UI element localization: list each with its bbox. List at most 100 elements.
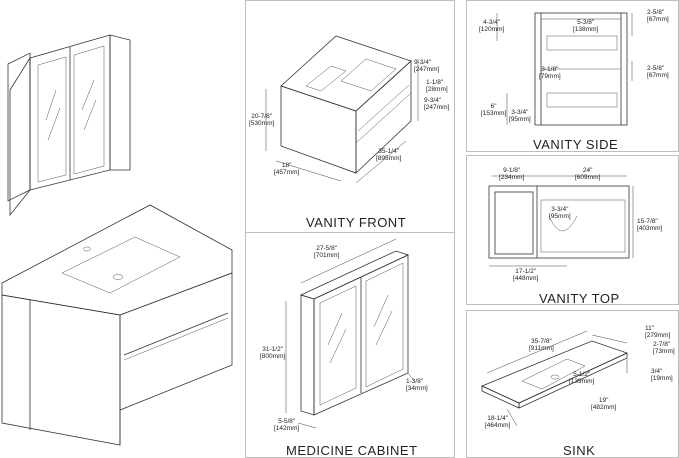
dim-35-1-4: 35-1/4"[895mm] <box>376 148 401 162</box>
dim-value: 3-3/4" <box>551 206 569 213</box>
dim-15-7-8: 15-7/8"[403mm] <box>637 218 662 232</box>
dim-1-3-8: 1-3/8"[34mm] <box>406 378 428 392</box>
dim-value: 35-7/8" <box>531 338 552 345</box>
dim-value: 19" <box>598 397 609 404</box>
dim-mm: [911mm] <box>529 345 554 352</box>
dim-1-1-8: 1-1/8"[28mm] <box>426 79 448 93</box>
dim-18-1-4: 18-1/4"[464mm] <box>485 415 510 429</box>
dim-value: 9-1/8" <box>503 167 521 174</box>
dim-mm: [895mm] <box>376 155 402 162</box>
dim-17-1-2: 17-1/2"[448mm] <box>513 268 538 282</box>
dim-mm: [19mm] <box>651 375 673 382</box>
dim-2-7-8: 2-7/8"[73mm] <box>653 341 675 355</box>
dim-mm: [701mm] <box>314 252 340 259</box>
dim-mm: [153mm] <box>481 110 507 117</box>
dim-mm: [234mm] <box>499 174 525 181</box>
dim-value: 1-1/8" <box>426 79 444 86</box>
dim-value: 1-3/8" <box>406 378 424 385</box>
dim-value: 3-1/8" <box>541 66 559 73</box>
dim-11: 11"[279mm] <box>645 325 670 339</box>
dim-mm: [79mm] <box>539 73 561 80</box>
dim-mm: [73mm] <box>653 348 675 355</box>
dim-mm: [530mm] <box>249 120 275 127</box>
dim-value: 24" <box>582 167 593 174</box>
vanity-side-drawing <box>496 12 633 126</box>
dim-19: 19"[482mm] <box>591 397 616 411</box>
vanity-top-caption: VANITY TOP <box>539 291 620 306</box>
dim-5-3-8: 5-3/8"[138mm] <box>573 19 598 33</box>
medicine-cabinet-panel: 27-5/8"[701mm] 31-1/2"[800mm] 1-3/8"[34m… <box>245 232 455 458</box>
sink-caption: SINK <box>563 443 596 458</box>
medicine-cabinet-isometric-drawing <box>7 34 131 217</box>
dim-3-4: 3/4"[19mm] <box>651 368 673 382</box>
dim-mm: [482mm] <box>591 404 617 411</box>
dim-value: 3/4" <box>651 368 663 375</box>
dim-5-1-2: 5-1/2"[139mm] <box>569 371 594 385</box>
dim-6: 6"[153mm] <box>481 103 506 117</box>
dim-2-5-8-top: 2-5/8"[67mm] <box>647 9 669 23</box>
dim-mm: [139mm] <box>569 378 595 385</box>
dim-mm: [247mm] <box>414 66 440 73</box>
dim-24: 24"[609mm] <box>575 167 600 181</box>
dim-35-7-8: 35-7/8"[911mm] <box>529 338 554 352</box>
dim-3-3-4: 3-3/4"[95mm] <box>549 206 571 220</box>
dim-mm: [67mm] <box>647 16 669 23</box>
dim-value: 2-5/8" <box>647 65 665 72</box>
dim-9-1-8: 9-1/8"[234mm] <box>499 167 524 181</box>
dim-mm: [142mm] <box>274 425 300 432</box>
dim-value: 18" <box>281 162 292 169</box>
dim-value: 5-3/8" <box>577 19 595 26</box>
dim-value: 11" <box>645 325 655 332</box>
dim-mm: [34mm] <box>406 385 428 392</box>
vanity-isometric-drawing <box>1 204 233 446</box>
vanity-front-drawing <box>265 35 419 184</box>
dim-mm: [28mm] <box>426 86 448 93</box>
sink-drawing <box>480 330 629 427</box>
dim-value: 9-3/4" <box>424 97 442 104</box>
dim-mm: [609mm] <box>575 174 601 181</box>
dim-9-3-4-bottom: 9-3/4"[247mm] <box>424 97 449 111</box>
dim-mm: [800mm] <box>260 353 286 360</box>
dim-9-3-4-top: 9-3/4"[247mm] <box>414 59 439 73</box>
dim-mm: [464mm] <box>485 422 511 429</box>
dim-value: 27-5/8" <box>316 245 338 252</box>
vanity-top-drawing <box>488 175 634 267</box>
dim-value: 20-7/8" <box>251 113 273 120</box>
dim-value: 15-7/8" <box>637 218 658 225</box>
dim-mm: [279mm] <box>645 332 671 339</box>
dim-3-3-4: 3-3/4"[95mm] <box>509 109 531 123</box>
dim-2-5-8-bottom: 2-5/8"[67mm] <box>647 65 669 79</box>
vanity-top-panel: 9-1/8"[234mm] 24"[609mm] 3-3/4"[95mm] 15… <box>466 155 679 306</box>
dim-value: 3-3/4" <box>511 109 529 116</box>
dim-value: 18-1/4" <box>487 415 509 422</box>
dim-value: 2-5/8" <box>647 9 665 16</box>
dim-mm: [403mm] <box>637 225 663 232</box>
dim-value: 35-1/4" <box>378 148 400 155</box>
dim-3-1-8: 3-1/8"[79mm] <box>539 66 561 80</box>
dim-value: 5-5/8" <box>278 418 296 425</box>
medicine-cabinet-drawing <box>285 238 415 429</box>
dim-20-7-8: 20-7/8"[530mm] <box>249 113 274 127</box>
dim-mm: [95mm] <box>549 213 571 220</box>
dim-mm: [95mm] <box>509 116 531 123</box>
vanity-side-panel: 4-3/4"[120mm] 5-3/8"[138mm] 2-5/8"[67mm]… <box>466 0 679 152</box>
dim-value: 6" <box>490 103 497 110</box>
dim-mm: [120mm] <box>479 26 505 33</box>
dim-mm: [457mm] <box>274 169 300 176</box>
vanity-front-caption: VANITY FRONT <box>306 215 407 230</box>
dim-mm: [138mm] <box>573 26 599 33</box>
dim-mm: [247mm] <box>424 104 450 111</box>
dim-27-5-8: 27-5/8"[701mm] <box>314 245 339 259</box>
dim-18: 18"[457mm] <box>274 162 299 176</box>
dim-31-1-2: 31-1/2"[800mm] <box>260 346 285 360</box>
dim-value: 5-1/2" <box>573 371 591 378</box>
medicine-cabinet-caption: MEDICINE CABINET <box>286 443 418 458</box>
dim-value: 9-3/4" <box>414 59 432 66</box>
dim-value: 4-3/4" <box>483 19 501 26</box>
dim-4-3-4: 4-3/4"[120mm] <box>479 19 504 33</box>
vanity-front-panel: 9-3/4"[247mm] 1-1/8"[28mm] 9-3/4"[247mm]… <box>245 0 455 237</box>
sink-panel: 11"[279mm] 35-7/8"[911mm] 2-7/8"[73mm] 5… <box>466 310 679 458</box>
vanity-side-caption: VANITY SIDE <box>533 137 619 152</box>
dim-mm: [67mm] <box>647 72 669 79</box>
dim-value: 31-1/2" <box>262 346 284 353</box>
